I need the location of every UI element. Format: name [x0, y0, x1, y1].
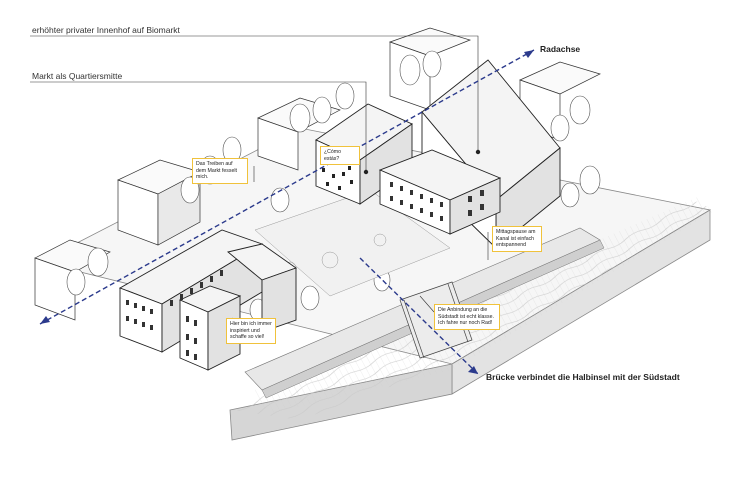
windows-right-courtyard	[390, 182, 484, 221]
callout-dot-markt	[363, 169, 369, 175]
building-right-courtyard	[378, 149, 502, 235]
bubble-mittag: Mittagspause am Kanal ist einfach entspa…	[492, 226, 542, 252]
label-radachse: Radachse	[540, 44, 581, 54]
callout-innenhof: erhöhter privater Innenhof auf Biomarkt	[32, 25, 180, 35]
bubble-treiben: Das Treiben auf dem Markt fesselt mich.	[192, 158, 248, 184]
bubble-anbindung: Die Anbindung an die Südstadt ist echt k…	[434, 304, 500, 330]
callout-dot-innenhof	[475, 149, 481, 155]
radachse-axis	[39, 49, 535, 325]
label-bruecke: Brücke verbindet die Halbinsel mit der S…	[486, 372, 680, 382]
bubble-como: ¿Cómo estás?	[320, 146, 360, 165]
building-left-block	[118, 229, 297, 371]
windows-left-block	[126, 270, 223, 360]
bubble-immer: Hier bin ich immer inspiriert und schaff…	[226, 318, 276, 344]
callout-markt: Markt als Quartiersmitte	[32, 71, 123, 81]
bruecke-axis	[359, 257, 479, 375]
